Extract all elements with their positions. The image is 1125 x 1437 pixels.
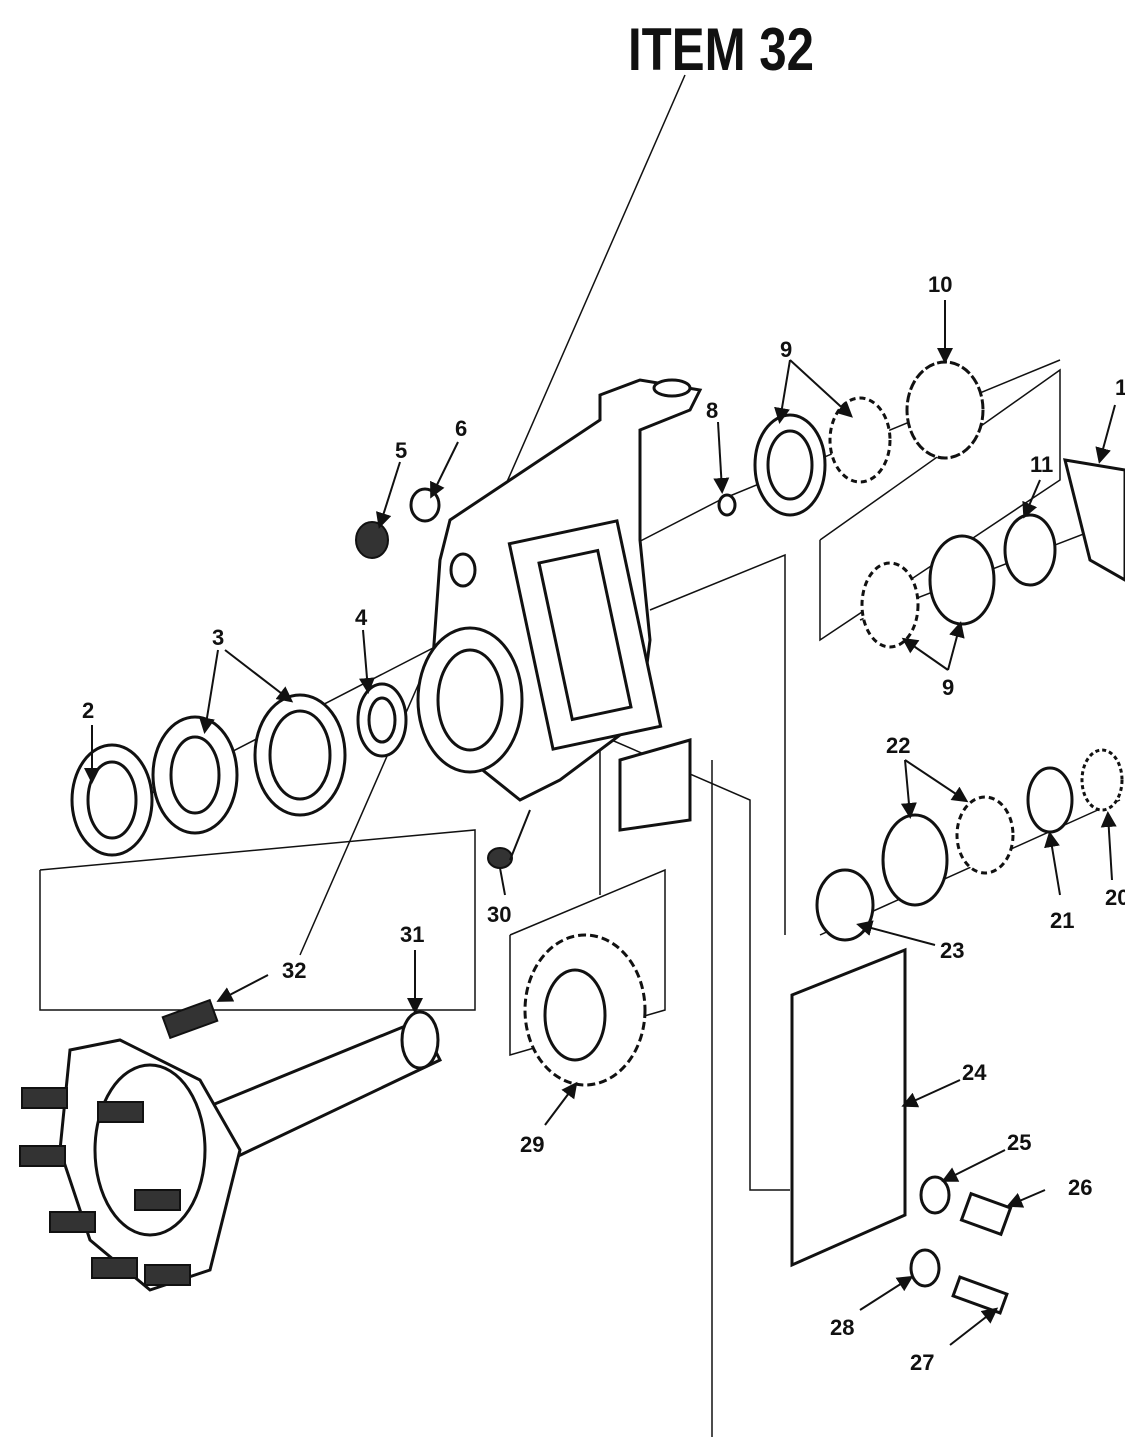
shaft-group-box [39, 829, 476, 1011]
knuckle-port [449, 552, 477, 588]
knuckle-flange-opening [537, 548, 633, 722]
wheel-stud [134, 1189, 181, 1211]
callout-4: 4 [355, 605, 368, 630]
callout-25: 25 [1007, 1130, 1031, 1155]
part-5-plug [355, 521, 389, 559]
part-26-bolt [959, 1191, 1013, 1237]
callout-21: 21 [1050, 908, 1074, 933]
callout-3: 3 [212, 625, 224, 650]
part-1-retainer [1062, 458, 1125, 582]
part-28-washer [909, 1248, 941, 1288]
wheel-stud [144, 1264, 191, 1286]
part-21-washer [1026, 766, 1074, 834]
wheel-studs [19, 1087, 191, 1286]
part-20-lockwasher [1080, 748, 1124, 812]
callout-8: 8 [706, 398, 718, 423]
part-4-seal-inner [367, 696, 397, 744]
part-6-washer [409, 487, 441, 523]
callout-1: 1 [1115, 375, 1125, 400]
wheel-stud [19, 1145, 66, 1167]
item-title: ITEM 32 [628, 16, 814, 83]
part-9-lower-cone [860, 561, 920, 649]
callout-29: 29 [520, 1132, 544, 1157]
callout-10: 10 [928, 272, 952, 297]
callout-9-lower: 9 [942, 675, 954, 700]
part-27-bolt [951, 1275, 1009, 1315]
knuckle-bore-inner [436, 648, 504, 752]
wheel-stud [21, 1087, 68, 1109]
callout-28: 28 [830, 1315, 854, 1340]
callout-2: 2 [82, 698, 94, 723]
part-3-bearing-cone-inner [169, 735, 221, 815]
part-9-cup-inner [766, 429, 814, 501]
part-24-cover-plate [790, 947, 907, 1268]
callout-11: 11 [1030, 452, 1053, 477]
wheel-stud [49, 1211, 96, 1233]
callout-27: 27 [910, 1350, 934, 1375]
callout-22: 22 [886, 733, 910, 758]
callout-24: 24 [962, 1060, 987, 1085]
callout-26: 26 [1068, 1175, 1092, 1200]
callout-23: 23 [940, 938, 964, 963]
part-29-gear-bore [543, 968, 607, 1062]
knuckle-bracket [618, 738, 692, 832]
wheel-stud [91, 1257, 138, 1279]
part-22-cone [955, 795, 1015, 875]
part-9-lower-cup [928, 534, 996, 626]
callout-30: 30 [487, 902, 511, 927]
part-9-cone [828, 396, 892, 484]
wheel-stud [97, 1101, 144, 1123]
part-31-spindle-thread [400, 1010, 440, 1070]
callout-leaders [84, 300, 1117, 1346]
part-3-bearing-cup-inner [268, 709, 332, 801]
part-23-seal [815, 868, 875, 942]
knuckle-arm-hole [652, 378, 692, 398]
callout-5: 5 [395, 438, 407, 463]
part-22-cup [881, 813, 949, 907]
part-11-seal [1003, 513, 1057, 587]
lower-bearing-leader [649, 553, 786, 935]
part-8-ring [717, 493, 737, 517]
part-32-bolt [161, 998, 219, 1040]
callout-20: 20 [1105, 885, 1125, 910]
callout-32: 32 [282, 958, 306, 983]
part-2-washer-inner [86, 760, 138, 840]
part-30-fitting [487, 847, 513, 869]
gear-group-box [509, 868, 666, 1056]
part-25-washer [919, 1175, 951, 1215]
callout-31: 31 [400, 922, 424, 947]
part-10-gear [905, 360, 985, 460]
callout-6: 6 [455, 416, 467, 441]
callout-9-upper: 9 [780, 337, 792, 362]
